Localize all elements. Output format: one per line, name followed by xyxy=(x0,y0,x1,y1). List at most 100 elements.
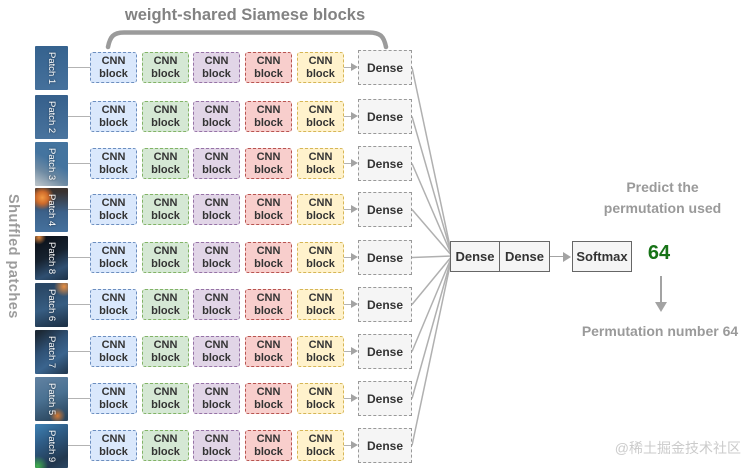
row-dense-block: Dense xyxy=(358,240,412,275)
row-dense-block: Dense xyxy=(358,99,412,134)
row-dense-label: Dense xyxy=(366,60,404,75)
dense-connector-line xyxy=(344,256,352,259)
watermark: @稀土掘金技术社区 xyxy=(614,440,741,456)
brace-bracket xyxy=(105,30,389,50)
dense-connector-line xyxy=(344,444,352,447)
patch-label: Patch 5 xyxy=(46,382,57,416)
fan-in-line xyxy=(411,116,453,257)
predict-note-line2: permutation used xyxy=(603,200,722,216)
dense-arrow-head xyxy=(351,441,358,449)
patch-label: Patch 8 xyxy=(46,241,57,275)
fan-in-line xyxy=(411,67,453,257)
patch-label: Patch 4 xyxy=(46,193,57,227)
dense-arrow-head xyxy=(351,300,358,308)
dense-connector-line xyxy=(344,66,352,69)
down-arrow-head xyxy=(655,302,667,312)
fan-in-line xyxy=(411,255,453,352)
dense-arrow-head xyxy=(351,159,358,167)
dense-connector-line xyxy=(344,115,352,118)
patch-connector-line xyxy=(68,208,90,211)
dense-connector-line xyxy=(344,162,352,165)
arrow-to-softmax-head xyxy=(563,251,571,262)
dense-arrow-head xyxy=(351,394,358,402)
patch-connector-line xyxy=(68,444,90,447)
predicted-class-value: 64 xyxy=(647,242,671,264)
patch-label: Patch 1 xyxy=(46,51,57,85)
patch-connector-line xyxy=(68,397,90,400)
shuffled-patches-label: Shuffled patches xyxy=(5,193,21,319)
fan-in-line xyxy=(411,255,453,259)
row-dense-label: Dense xyxy=(366,344,404,359)
dense-layer-2: Dense xyxy=(499,241,550,272)
fan-in-line xyxy=(411,255,453,446)
fan-in-line xyxy=(411,255,453,399)
patch-thumbnail: Patch 4 xyxy=(35,188,68,232)
softmax-layer: Softmax xyxy=(572,241,632,272)
predict-note: Predict the permutation used xyxy=(570,177,748,219)
row-dense-block: Dense xyxy=(358,381,412,416)
patch-label: Patch 2 xyxy=(46,100,57,134)
patch-thumbnail: Patch 9 xyxy=(35,424,68,468)
down-arrow xyxy=(660,276,662,303)
row-dense-block: Dense xyxy=(358,287,412,322)
patch-connector-line xyxy=(68,350,90,353)
dense-connector-line xyxy=(344,397,352,400)
dense-layer-1: Dense xyxy=(450,241,500,272)
patch-connector-line xyxy=(68,162,90,165)
patch-thumbnail: Patch 7 xyxy=(35,330,68,374)
row-dense-block: Dense xyxy=(358,334,412,369)
diagram-title: weight-shared Siamese blocks xyxy=(124,6,366,24)
patch-label: Patch 6 xyxy=(46,288,57,322)
fan-in-line xyxy=(411,255,453,305)
patch-label: Patch 9 xyxy=(46,429,57,463)
row-dense-label: Dense xyxy=(366,156,404,171)
row-dense-block: Dense xyxy=(358,192,412,227)
row-dense-label: Dense xyxy=(366,202,404,217)
fan-in-line xyxy=(411,163,453,257)
dense-connector-line xyxy=(344,208,352,211)
dense-arrow-head xyxy=(351,112,358,120)
patch-label: Patch 7 xyxy=(46,335,57,369)
patch-thumbnail: Patch 6 xyxy=(35,283,68,327)
